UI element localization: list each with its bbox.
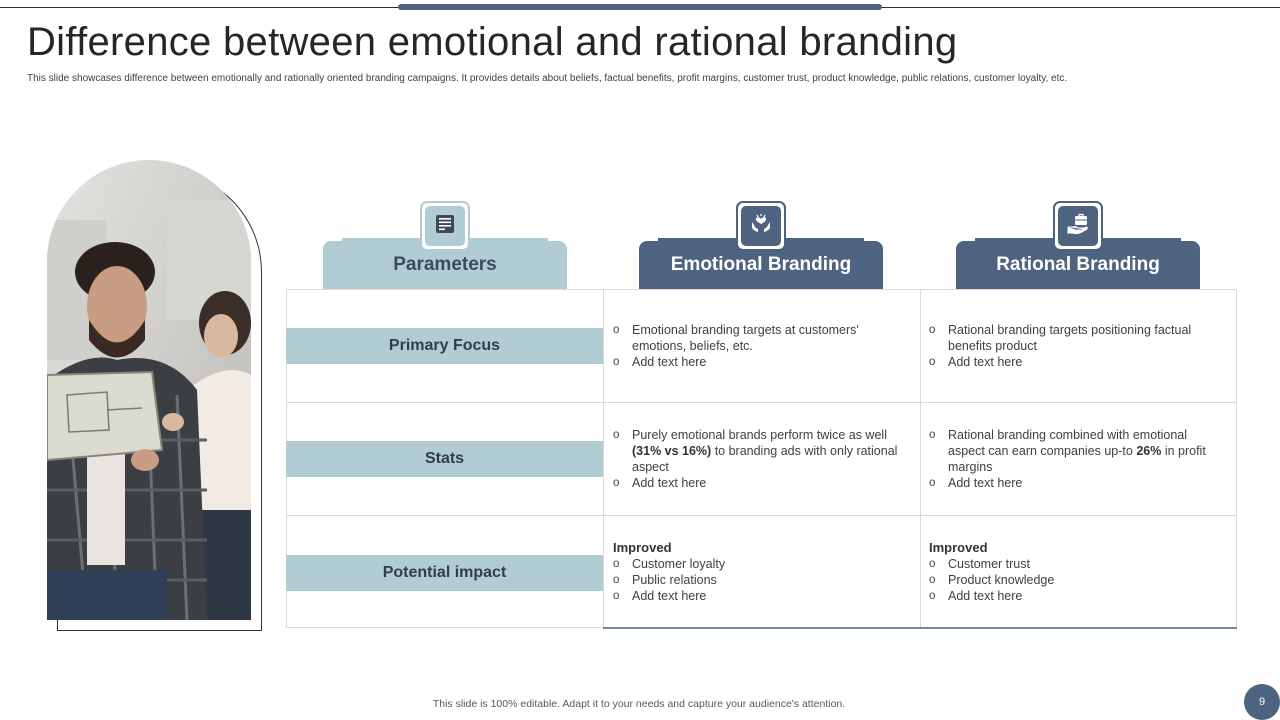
list-item: Customer loyalty xyxy=(613,556,903,572)
list-item: Purely emotional brands perform twice as… xyxy=(613,427,903,475)
list-item: Rational branding targets positioning fa… xyxy=(929,322,1219,354)
team-photo xyxy=(47,160,251,620)
page-number-badge: 9 xyxy=(1244,684,1280,720)
emotional-icon-box xyxy=(736,201,786,251)
list-item: Add text here xyxy=(929,475,1219,491)
cell-rational-stats: Rational branding combined with emotiona… xyxy=(929,427,1219,491)
hands-heart-icon xyxy=(749,212,773,241)
stat-highlight: 26% xyxy=(1136,444,1162,458)
list-item: Public relations xyxy=(613,572,903,588)
top-accent-bar xyxy=(398,4,882,10)
cell-rational-primary-focus: Rational branding targets positioning fa… xyxy=(929,322,1219,370)
parameters-icon-box xyxy=(420,201,470,251)
list-item: Customer trust xyxy=(929,556,1219,572)
table-row-divider xyxy=(286,402,1237,403)
list-item: Add text here xyxy=(613,588,903,604)
stat-text: in profit margins xyxy=(948,444,1206,474)
list-item: Add text here xyxy=(613,354,903,370)
hand-briefcase-icon xyxy=(1066,212,1090,241)
table-column-divider xyxy=(920,289,921,628)
cell-emotional-impact: Improved Customer loyalty Public relatio… xyxy=(613,540,903,604)
impact-heading: Improved xyxy=(613,540,672,555)
list-item: Product knowledge xyxy=(929,572,1219,588)
row-label-stats: Stats xyxy=(286,441,603,477)
stat-text: Purely emotional brands perform twice as… xyxy=(632,428,887,442)
slide-title: Difference between emotional and rationa… xyxy=(27,20,958,64)
cell-rational-impact: Improved Customer trust Product knowledg… xyxy=(929,540,1219,604)
row-label-potential-impact: Potential impact xyxy=(286,555,603,591)
slide-subtitle: This slide showcases difference between … xyxy=(27,73,1068,84)
list-item: Rational branding combined with emotiona… xyxy=(929,427,1219,475)
list-item: Add text here xyxy=(929,588,1219,604)
stat-text: to branding ads with only rational aspec… xyxy=(632,444,898,474)
cell-emotional-stats: Purely emotional brands perform twice as… xyxy=(613,427,903,491)
checklist-icon xyxy=(435,214,455,239)
stat-highlight: (31% vs 16%) xyxy=(632,444,712,458)
rational-icon-box xyxy=(1053,201,1103,251)
parameters-header: Parameters xyxy=(323,241,567,289)
stat-text: Rational branding combined with emotiona… xyxy=(948,428,1188,458)
list-item: Add text here xyxy=(613,475,903,491)
list-item: Add text here xyxy=(929,354,1219,370)
impact-heading: Improved xyxy=(929,540,988,555)
table-row-divider xyxy=(286,515,1237,516)
table-column-divider xyxy=(603,289,604,628)
slide-footer-note: This slide is 100% editable. Adapt it to… xyxy=(432,698,846,710)
cell-emotional-primary-focus: Emotional branding targets at customers'… xyxy=(613,322,903,370)
list-item: Emotional branding targets at customers'… xyxy=(613,322,903,354)
row-label-primary-focus: Primary Focus xyxy=(286,328,603,364)
table-bottom-accent xyxy=(603,627,1237,629)
